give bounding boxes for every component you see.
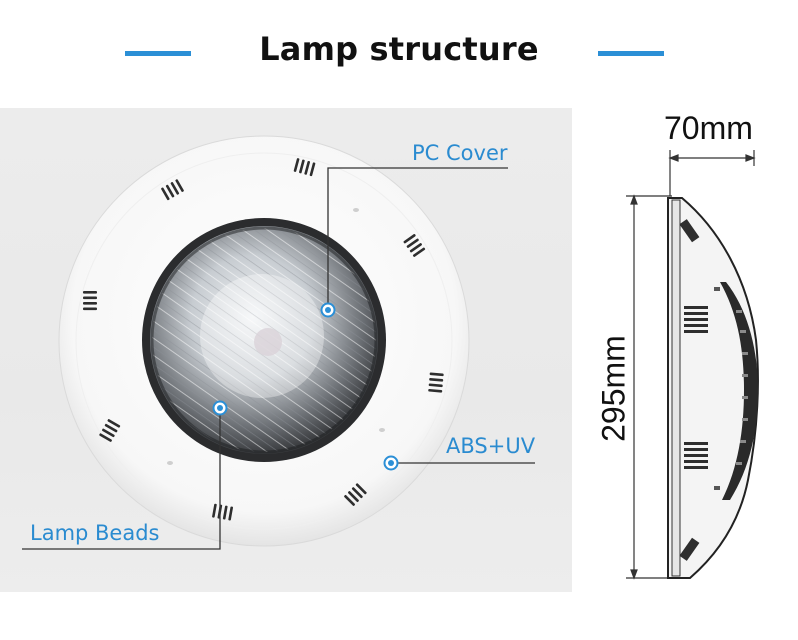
center-lamp-bead <box>254 328 282 356</box>
pc-cover-label: PC Cover <box>412 141 508 165</box>
lamp-beads-callout-line <box>22 408 221 550</box>
callout-dots <box>212 302 399 471</box>
pc-cover-callout-line <box>327 167 508 310</box>
dimension-lines <box>626 150 756 580</box>
diameter-dimension-label: 295mm <box>595 335 632 442</box>
page-title: Lamp structure <box>259 30 539 68</box>
title-decor-line-left <box>125 51 191 56</box>
abs-uv-label: ABS+UV <box>446 434 536 458</box>
depth-dimension-label: 70mm <box>664 110 753 146</box>
lamp-beads-label: Lamp Beads <box>30 521 160 545</box>
lamp-side-view <box>626 150 759 580</box>
title-decor-line-right <box>598 51 664 56</box>
vent-slots <box>83 158 444 521</box>
